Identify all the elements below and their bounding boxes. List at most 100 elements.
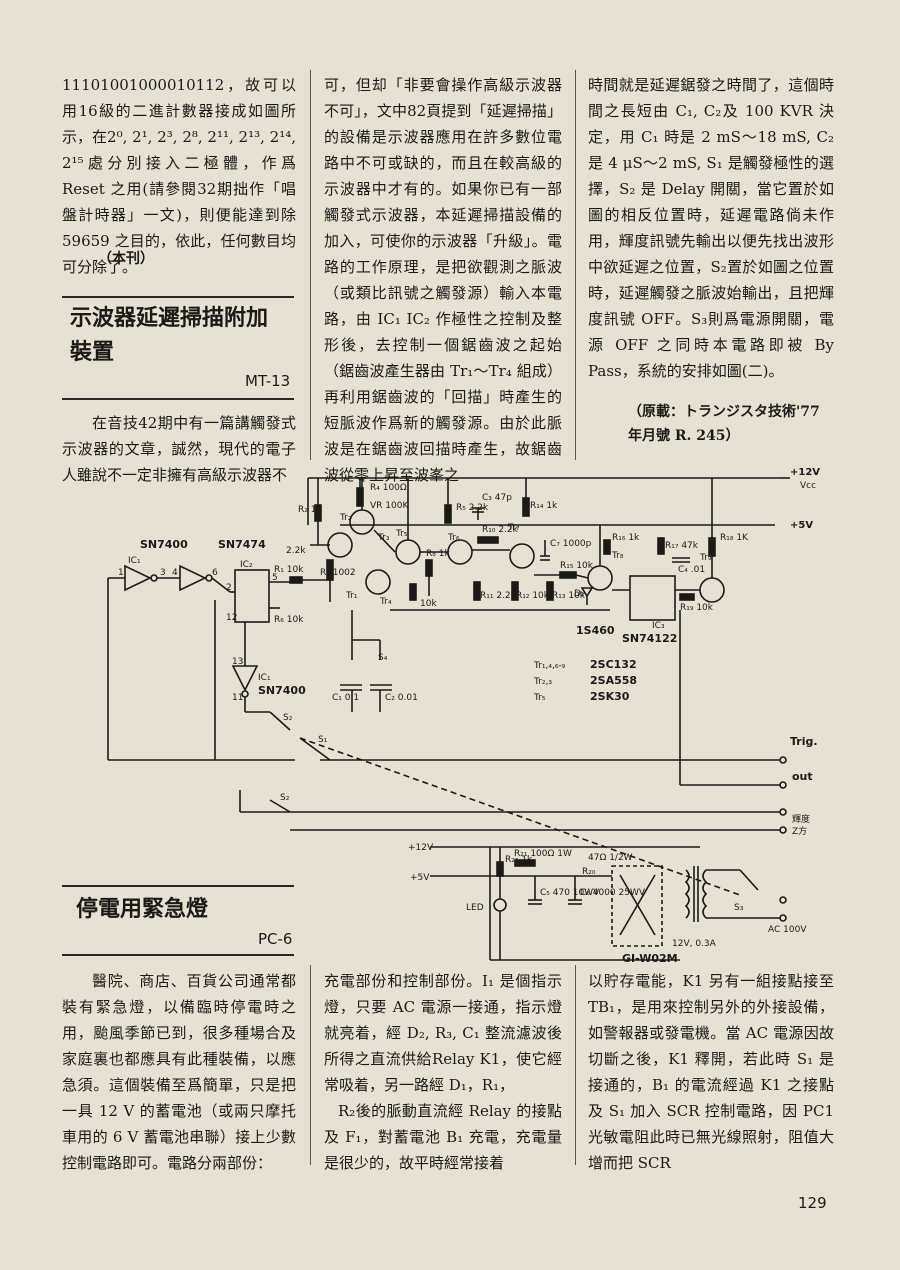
label-tr1: Tr₁ [345,591,358,601]
article1-code: MT-13 [245,372,291,390]
label-r18: R₁₈ 1K [720,533,749,543]
legend-tr-name-2: Tr₅ [533,693,546,703]
label-c3: C₃ 47p [482,493,512,503]
label-r6: R₆ 10k [274,615,304,625]
label-tr9: Tr₉ [699,553,712,563]
legend-tr-part-0: 2SC132 [590,658,637,671]
article1-text-a: 在音技42期中有一篇講觸發式示波器的文章，誠然，現代的電子人雖說不一定非擁有高級… [62,414,296,484]
label-tr8: Tr₈ [611,551,624,561]
article1-rule-bottom [62,398,294,400]
label-n5: 5 [272,573,278,583]
label-trig: Trig. [790,735,818,748]
label-led: LED [466,903,484,913]
column-rule-d [575,965,576,1165]
article1-text-b: 可，但却「非要會操作高級示波器不可」，文中82頁提到「延遲掃描」的設備是示波器應… [324,76,562,484]
article1-title: 示波器延遲掃描附加 裝置 [70,302,300,370]
label-ic2: IC₂ [240,560,253,570]
previous-article-text: 11101001000010112，故可以用16級的二進計數器接成如圖所示，在2… [62,76,296,276]
article2-rule-bottom [62,954,294,956]
label-ps-v12: +12V [408,843,434,853]
label-c5: C₅ 470 10WV [540,888,600,898]
label-c4: C₄ .01 [678,565,705,575]
label-c6: C₆ 4000 25WV [580,888,646,898]
label-s1: S₁ [318,735,328,745]
label-r15: R₁₅ 10k [560,561,594,571]
label-r22: R₂₂ 1k [505,855,533,865]
label-r16: R₁₆ 1k [612,533,640,543]
label-r17: R₁₇ 47k [665,541,699,551]
label-r21: R₂₁ 100Ω 1W [514,849,572,859]
label-r8: R₈ 1k [426,549,450,559]
column-rule-a [310,70,311,460]
legend-tr-name-1: Tr₂,₃ [533,677,552,687]
article1-text-c: 時間就是延遲鋸發之時間了，這個時間之長短由 C₁, C₂及 100 KVR 決定… [588,76,834,380]
legend-tr-part-2: 2SK30 [590,690,630,703]
article2-column-a: 醫院、商店、百貨公司通常都裝有緊急燈，以備臨時停電時之用，颱風季節已到，很多種場… [62,968,296,1176]
label-n1: 1 [118,568,124,578]
article1-title-line2: 裝置 [70,340,115,365]
label-sn7400-a: SN7400 [140,538,188,551]
label-tr3: Tr₃ [377,533,390,543]
label-c2: C₂ 0.01 [385,693,418,703]
previous-article-tail: 11101001000010112，故可以用16級的二進計數器接成如圖所示，在2… [62,72,296,280]
legend-tr-part-1: 2SA558 [590,674,637,687]
label-r11: R₁₁ 2.2k [480,591,517,601]
label-r3: R₃ 1002 [320,568,356,578]
label-r4: R₄ 100Ω [370,483,407,493]
label-trafo: 12V, 0.3A [672,939,717,949]
label-n11: 11 [232,693,243,703]
page-number: 129 [798,1194,827,1212]
label-ps-v5: +5V [410,873,430,883]
label-n4: 4 [172,568,178,578]
article2-column-c: 以貯存電能，K1 另有一組接點接至 TB₁，是用來控制另外的外接設備，如警報器或… [588,968,834,1176]
article1-column-b: 可，但却「非要會操作高級示波器不可」，文中82頁提到「延遲掃描」的設備是示波器應… [324,72,562,488]
label-sn7474: SN7474 [218,538,266,551]
label-r19: R₁₉ 10k [680,603,714,613]
article2-text-a: 醫院、商店、百貨公司通常都裝有緊急燈，以備臨時停電時之用，颱風季節已到，很多種場… [62,972,296,1172]
label-r10: R₁₀ 2.2k [482,525,519,535]
article2-title: 停電用緊急燈 [76,897,209,922]
article2-rule-top [62,885,294,887]
label-n2: 2 [226,583,232,593]
label-brightness2: Z方 [792,825,807,837]
article1-rule-top [62,296,294,298]
article2-column-b: 充電部份和控制部份。I₁ 是個指示燈，只要 AC 電源一接通，指示燈就亮着，經 … [324,968,562,1176]
label-bridge: GI-W02M [622,952,678,965]
label-n13: 13 [232,657,243,667]
label-d1-part: 1S460 [576,624,615,637]
label-tr2: Tr₂ [339,513,352,523]
label-s2: S₂ [283,713,293,723]
label-tr5: Tr₅ [395,529,408,539]
article1-source: （原載：トランジスタ技術'77 年月號 R. 245） [628,400,820,448]
article2-text-b1: 充電部份和控制部份。I₁ 是個指示燈，只要 AC 電源一接通，指示燈就亮着，經 … [324,972,562,1094]
label-r5: R₅ 2.2k [456,503,489,513]
label-s2b: S₂ [280,793,290,803]
label-s4: S₄ [378,653,388,663]
label-n3: 3 [160,568,166,578]
label-n12: 12 [226,613,237,623]
column-rule-c [310,965,311,1165]
label-ic3: IC₃ [652,621,665,631]
label-v12: +12V [790,467,820,478]
column-rule-b [575,70,576,460]
label-out: out [792,770,813,783]
previous-article-signature: （本刊） [98,251,154,267]
legend-tr-name-0: Tr₁,₄,₆-₉ [533,661,566,671]
label-c7: C₇ 1000p [550,539,592,549]
label-sn7400-b: SN7400 [258,684,306,697]
transistor-legend: Tr₁,₄,₆-₉ 2SC132 Tr₂,₃ 2SA558 Tr₅ 2SK30 [533,658,637,703]
label-r20val: 47Ω 1/2W [588,853,633,863]
label-ic1b: IC₁ [258,673,271,683]
label-r14: R₁₄ 1k [530,501,558,511]
article2-text-b2: R₂後的脈動直流經 Relay 的接點及 F₁，對蓄電池 B₁ 充電，充電量是很… [324,1102,562,1172]
label-s3b: S₃ [734,903,744,913]
article1-title-line1: 示波器延遲掃描附加 [70,306,269,331]
label-r12: R₁₂ 10k [516,591,550,601]
label-r2: R₂ 1k [298,505,322,515]
label-brightness: 輝度 [792,813,810,825]
delay-sweep-schematic: +12V Vcc +5V SN7400 SN7474 IC₁ IC₂ IC₁ S… [107,467,820,965]
article1-source-line1: （原載：トランジスタ技術'77 [628,404,820,420]
article2-text-c: 以貯存電能，K1 另有一組接點接至 TB₁，是用來控制另外的外接設備，如警報器或… [588,972,834,1172]
label-r13: R₁₃ 10k [552,591,586,601]
